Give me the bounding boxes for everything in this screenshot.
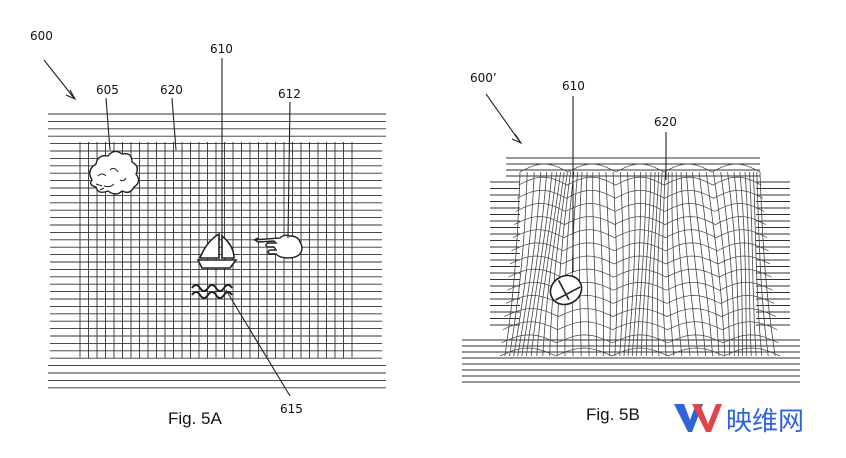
wave-strand [509, 171, 528, 357]
wave-crest-line [509, 255, 771, 265]
wave-strand [627, 171, 636, 357]
wave-crest-line [519, 163, 761, 173]
wave-strand [744, 171, 752, 357]
wave-strand [542, 171, 565, 357]
wave-strand [631, 171, 642, 357]
wave-crest-line [502, 321, 778, 331]
wave-strand [564, 171, 575, 357]
wave-strand [640, 171, 652, 357]
wave-strand [680, 171, 699, 357]
pointing-hand-icon [253, 234, 303, 259]
label-620: 620 [160, 83, 183, 97]
label-610: 610 [210, 42, 233, 56]
wave-strand [713, 171, 731, 357]
fig-5b-horizontal-lines [462, 157, 800, 383]
wave-strand [756, 171, 769, 357]
label-612: 612 [278, 87, 301, 101]
label-605: 605 [96, 83, 119, 97]
wave-strand [698, 171, 720, 357]
wave-strand [504, 171, 521, 357]
label-600-prime: 600’ [470, 71, 497, 85]
wave-strand [530, 171, 557, 357]
wave-strand [727, 171, 739, 356]
sailboat-icon [549, 274, 583, 306]
wave-strand [605, 171, 611, 357]
wave-strand [549, 171, 568, 357]
wave-strand [623, 171, 630, 357]
wave-crest-line [508, 268, 772, 278]
wave-strand [671, 171, 683, 357]
arrow-600 [43, 59, 75, 99]
wave-strand [662, 171, 667, 357]
wave-strand [592, 171, 597, 356]
arrow-600-prime [485, 93, 521, 143]
wave-strand [521, 171, 548, 357]
wave-strand [705, 171, 726, 357]
wave-strand [612, 171, 618, 357]
wave-crest-line [512, 229, 768, 239]
watermark-text: 映维网 [726, 407, 804, 437]
wave-crest-line [514, 216, 766, 225]
wave-strand [513, 171, 535, 357]
leader-620 [171, 97, 177, 151]
fig-5b: 600’ 610 620 Fig. 5B [462, 71, 800, 424]
wave-strand [720, 171, 735, 357]
label-620-b: 620 [654, 115, 677, 129]
wave-crest-line [518, 176, 762, 186]
wave-crest-line [499, 347, 781, 357]
fig-5b-wave-mesh [499, 163, 781, 357]
wave-strand [675, 171, 691, 357]
label-615: 615 [280, 402, 303, 416]
wave-strand [579, 171, 583, 357]
wave-strand [619, 171, 624, 357]
fig-5b-leader-lines [485, 93, 667, 272]
label-610-b: 610 [562, 79, 585, 93]
arrow-600-prime-head [511, 133, 523, 145]
wave-crest-line [506, 281, 774, 291]
wave-crest-line [505, 295, 775, 304]
wave-strand [525, 171, 553, 357]
fig-5a-leader-lines [43, 58, 291, 397]
wave-strand [646, 171, 656, 357]
yvr-logo-icon [674, 404, 722, 432]
watermark: 映维网 [674, 404, 804, 437]
water-icon [191, 284, 233, 299]
caption-fig-5a: Fig. 5A [168, 409, 223, 428]
sailboat-icon [196, 232, 238, 269]
wave-strand [749, 171, 757, 357]
wave-crest-line [501, 334, 779, 344]
caption-fig-5b: Fig. 5B [586, 405, 640, 424]
wave-crest-line [511, 242, 769, 252]
wave-strand [733, 171, 743, 357]
fig-5a: 600 605 620 610 612 615 Fig. 5A [30, 29, 386, 428]
arrow-600-head [65, 89, 77, 101]
leader-615 [225, 289, 291, 397]
leader-605 [105, 97, 111, 151]
label-600: 600 [30, 29, 53, 43]
wave-strand [739, 171, 748, 357]
wave-strand [759, 171, 776, 357]
wave-crest-line [516, 189, 764, 199]
wave-strand [585, 171, 590, 357]
wave-strand [556, 171, 571, 356]
wave-strand [636, 172, 647, 357]
fig-5a-vertical-lines [79, 142, 353, 358]
wave-strand [753, 171, 763, 357]
wave-strand [692, 171, 713, 357]
leader-612 [287, 101, 291, 239]
cloud-icon [89, 150, 140, 195]
wave-strand [686, 171, 706, 357]
wave-strand [657, 171, 663, 357]
wave-crest-line [515, 203, 765, 212]
wave-strand [517, 171, 542, 357]
wave-strand [667, 171, 675, 357]
wave-strand [598, 171, 604, 357]
wave-strand [536, 171, 561, 357]
wave-strand [651, 171, 660, 357]
wave-crest-line [504, 308, 776, 317]
